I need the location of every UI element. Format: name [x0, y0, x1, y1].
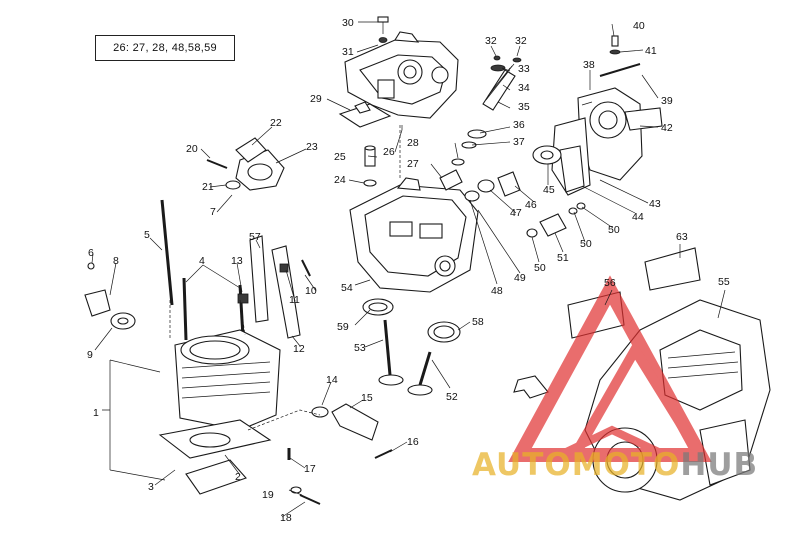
- reference-note: 26: 27, 28, 48,58,59: [113, 42, 217, 54]
- callout-21: 21: [202, 181, 214, 193]
- callout-42: 42: [661, 122, 673, 134]
- callout-10: 10: [305, 285, 317, 297]
- callout-53: 53: [354, 342, 366, 354]
- callout-22: 22: [270, 117, 282, 129]
- callout-34: 34: [518, 82, 530, 94]
- callout-11: 11: [289, 294, 300, 306]
- leader-lines: [91, 21, 726, 518]
- callout-46: 46: [525, 199, 537, 211]
- pump-bolts: [581, 35, 641, 106]
- callout-58: 58: [472, 316, 484, 328]
- valve-spring-stack: [461, 55, 522, 149]
- callout-39: 39: [661, 95, 673, 107]
- callout-16: 16: [407, 436, 419, 448]
- callout-20: 20: [186, 143, 198, 155]
- callout-45: 45: [543, 184, 555, 196]
- callout-50a: 50: [608, 224, 620, 236]
- callout-41: 41: [645, 45, 657, 57]
- callout-14: 14: [326, 374, 338, 386]
- coolant-hose: [311, 403, 393, 459]
- watermark-logo: [508, 275, 712, 462]
- callout-17: 17: [304, 463, 316, 475]
- assembly-arrow: [513, 375, 549, 399]
- parts-drawing: [84, 16, 771, 505]
- callout-47: 47: [510, 207, 522, 219]
- callout-2: 2: [235, 471, 241, 483]
- callout-13: 13: [231, 255, 243, 267]
- callout-4: 4: [199, 255, 205, 267]
- callout-24: 24: [334, 174, 346, 186]
- callout-32a: 32: [485, 35, 497, 47]
- callout-55: 55: [718, 276, 730, 288]
- callout-29: 29: [310, 93, 322, 105]
- callout-36: 36: [513, 119, 525, 131]
- callout-27: 27: [407, 158, 419, 170]
- callout-7: 7: [210, 206, 216, 218]
- callout-49: 49: [514, 272, 526, 284]
- cylinder-block: [158, 329, 281, 495]
- callout-6: 6: [88, 247, 94, 259]
- callout-8: 8: [113, 255, 119, 267]
- callout-54: 54: [341, 282, 353, 294]
- callout-19: 19: [262, 489, 274, 501]
- callout-23: 23: [306, 141, 318, 153]
- callout-43: 43: [649, 198, 661, 210]
- impeller-set: [464, 145, 586, 238]
- bolt-30: [377, 16, 389, 43]
- callout-35: 35: [518, 101, 530, 113]
- callout-3: 3: [148, 481, 154, 493]
- callout-63: 63: [676, 231, 688, 243]
- callout-48: 48: [491, 285, 503, 297]
- gasket-29: [338, 101, 392, 128]
- spark-plug: [439, 158, 465, 191]
- callout-12: 12: [293, 343, 305, 355]
- callout-52: 52: [446, 391, 458, 403]
- callout-38: 38: [583, 59, 595, 71]
- callout-18: 18: [280, 512, 292, 524]
- callout-25: 25: [334, 151, 346, 163]
- callout-50b: 50: [580, 238, 592, 250]
- stud-25: [363, 145, 377, 187]
- callout-40: 40: [633, 20, 645, 32]
- callout-33: 33: [518, 63, 530, 75]
- callout-57: 57: [249, 231, 261, 243]
- callout-5: 5: [144, 229, 150, 241]
- head-cover: [344, 31, 459, 119]
- callout-9: 9: [87, 349, 93, 361]
- callout-1: 1: [93, 407, 99, 419]
- cylinder-head: [349, 177, 479, 293]
- callout-31: 31: [342, 46, 354, 58]
- callout-30: 30: [342, 17, 354, 29]
- callout-labels: 1 2 3 4 5 6 7 8 9 10 11 12 13 14 15 16 1…: [87, 17, 730, 524]
- chain-guides: [237, 235, 311, 339]
- callout-51: 51: [557, 252, 569, 264]
- coolant-outlet: [84, 262, 136, 330]
- water-pump-housing: [551, 87, 663, 196]
- intake-manifold: [206, 137, 285, 191]
- callout-15: 15: [361, 392, 373, 404]
- callout-26: 26: [383, 146, 395, 158]
- callout-59: 59: [337, 321, 349, 333]
- callout-32b: 32: [515, 35, 527, 47]
- callout-50c: 50: [534, 262, 546, 274]
- callout-28: 28: [407, 137, 419, 149]
- callout-56: 56: [604, 277, 616, 289]
- lower-bolts: [287, 448, 321, 505]
- callout-44: 44: [632, 211, 644, 223]
- valves: [362, 298, 461, 396]
- reference-note-box: 26: 27, 28, 48,58,59: [95, 35, 235, 61]
- callout-37: 37: [513, 136, 525, 148]
